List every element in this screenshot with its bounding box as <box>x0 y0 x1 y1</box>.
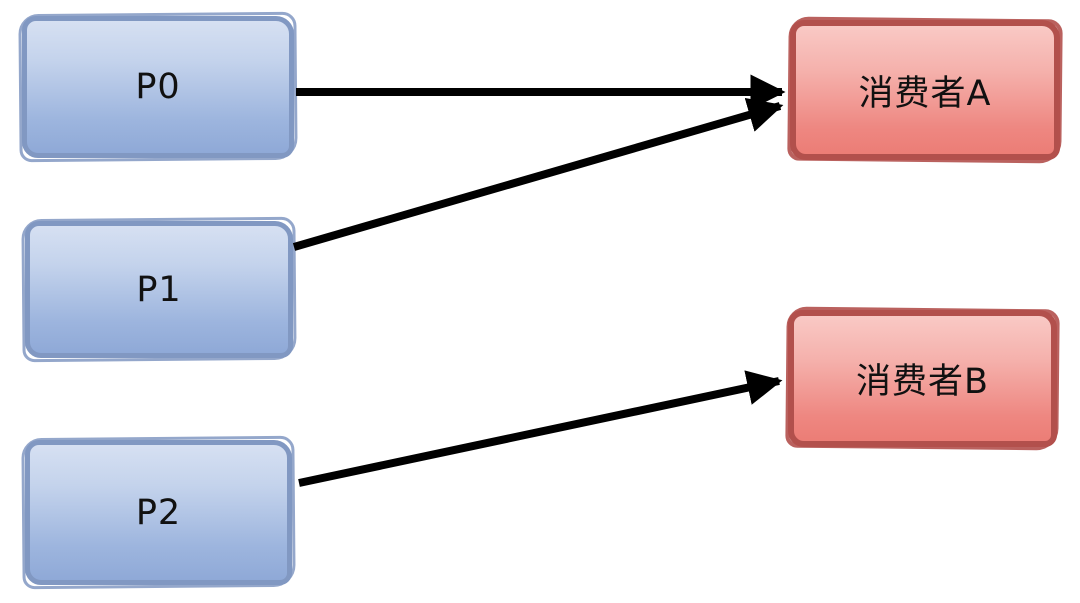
node-p2-label: P2 <box>135 492 182 533</box>
node-consumer-b: 消费者B <box>788 310 1057 447</box>
node-consumer-b-label: 消费者B <box>855 362 989 402</box>
node-p1: P1 <box>25 221 293 358</box>
edge-p1-to-consumer-a <box>292 97 784 251</box>
edge-p2-to-consumer-b <box>298 370 783 487</box>
node-p1-label: P1 <box>136 269 182 310</box>
node-p0: P0 <box>22 16 294 158</box>
node-consumer-a: 消费者A <box>790 20 1060 160</box>
node-p2: P2 <box>25 440 292 585</box>
node-p0-label: P0 <box>135 67 181 107</box>
node-consumer-a-label: 消费者A <box>858 73 992 114</box>
